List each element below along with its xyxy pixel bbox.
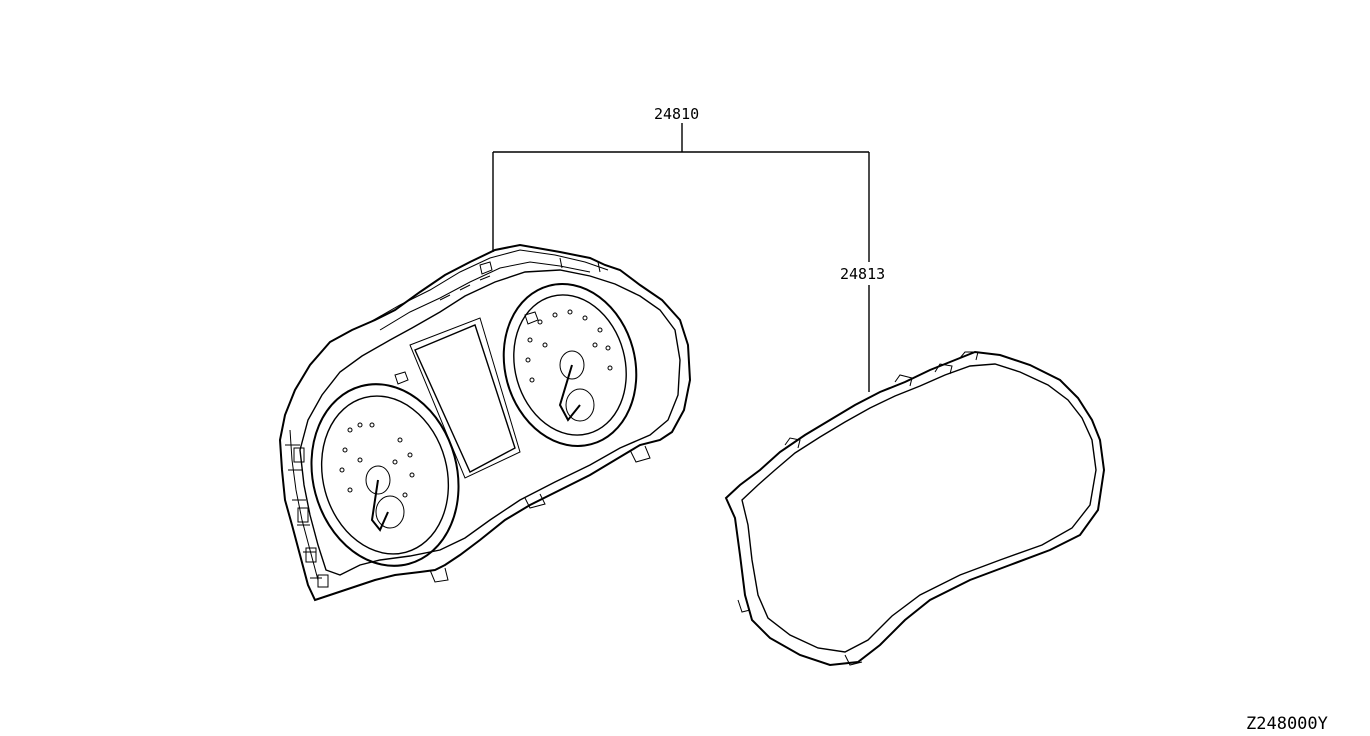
part-number-24813[interactable]: 24813: [840, 265, 885, 283]
part-number-24810[interactable]: 24810: [654, 105, 699, 123]
tachometer-gauge: [310, 383, 460, 567]
meter-front-cover: [724, 350, 1106, 667]
callout-bracket-24810: [492, 123, 870, 392]
center-display: [414, 324, 516, 473]
diagram-code: Z248000Y: [1246, 714, 1328, 734]
meter-cluster-assembly: [278, 243, 692, 602]
speedometer-gauge: [502, 283, 638, 447]
